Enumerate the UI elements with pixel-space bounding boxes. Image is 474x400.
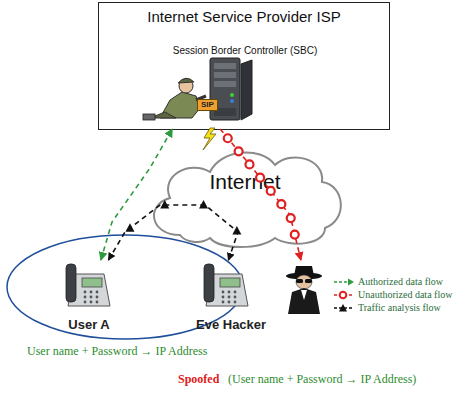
authorized-flow xyxy=(101,129,172,260)
legend-row: Unauthorized data flow xyxy=(333,288,452,301)
node-text: Internet xyxy=(140,170,350,194)
legend-text: Traffic analysis flow xyxy=(358,302,441,313)
legend: Authorized data flowUnauthorized data fl… xyxy=(333,275,452,314)
internet-cloud: Internet xyxy=(140,140,350,250)
spoofed-tag: Spoofed xyxy=(178,372,219,387)
legend-arrow xyxy=(348,278,354,285)
user-a-phone: User A xyxy=(57,260,121,334)
hacker-figure xyxy=(286,266,322,314)
legend-text: Authorized data flow xyxy=(358,276,443,287)
flow-circle xyxy=(224,134,232,142)
cloud-shape xyxy=(154,152,341,247)
legend-triangle xyxy=(339,304,347,312)
legend-row: Authorized data flow xyxy=(333,275,452,288)
legend-text: Unauthorized data flow xyxy=(358,289,452,300)
isp-box: Internet Service Provider ISP Session Bor… xyxy=(98,2,390,130)
credential-note: (User name + Password → IP Address) xyxy=(228,372,416,387)
node-text: User name + Password → IP Address xyxy=(27,344,207,359)
flow-triangle xyxy=(125,223,134,232)
node-text: User A xyxy=(57,317,121,332)
sbc-area: Session Border Controller (SBC) xyxy=(129,43,361,129)
legend-sample xyxy=(333,290,355,300)
desk-phone xyxy=(204,264,248,306)
legend-sample xyxy=(333,303,355,313)
user-a-zone: User name + Password → IP Address User A xyxy=(5,232,245,362)
lightning-bolt xyxy=(203,128,216,150)
node-text: Session Border Controller (SBC) xyxy=(129,45,361,56)
cloud-outline xyxy=(140,140,350,250)
legend-circle xyxy=(340,291,347,298)
legend-sample xyxy=(333,277,355,287)
node-text: Internet Service Provider ISP xyxy=(99,8,389,25)
node-text: Eve Hacker xyxy=(196,317,266,332)
sign-text: SIP xyxy=(197,99,218,111)
connector-line xyxy=(101,129,172,260)
desk-phone xyxy=(66,264,110,306)
legend-row: Traffic analysis flow xyxy=(333,301,452,314)
eve-hacker: Eve Hacker xyxy=(192,260,337,334)
